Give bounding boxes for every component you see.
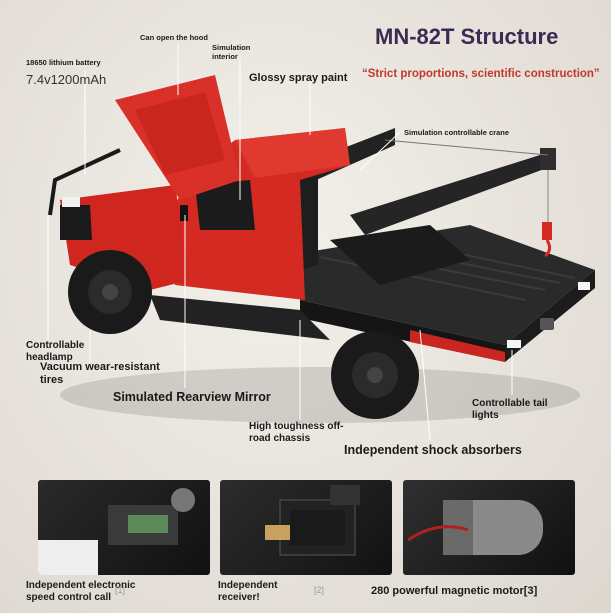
panel-receiver bbox=[220, 480, 392, 575]
callout-chassis: High toughness off- road chassis bbox=[249, 421, 344, 444]
callout-hood: Can open the hood bbox=[140, 33, 208, 42]
callout-mirror: Simulated Rearview Mirror bbox=[113, 390, 271, 404]
tail-light-right bbox=[578, 282, 590, 290]
footnote-esc: [1] bbox=[115, 585, 126, 595]
callout-paint: Glossy spray paint bbox=[249, 72, 348, 84]
battery-value: 7.4v1200mAh bbox=[26, 72, 107, 87]
page-subtitle: “Strict proportions, scientific construc… bbox=[362, 68, 600, 80]
callout-tail-lights: Controllable tail lights bbox=[472, 398, 548, 421]
callout-shock: Independent shock absorbers bbox=[344, 443, 522, 457]
footnote-receiver: [2] bbox=[314, 585, 325, 595]
headlamp bbox=[62, 197, 80, 207]
caption-motor: 280 powerful magnetic motor[3] bbox=[371, 585, 538, 597]
chassis bbox=[150, 295, 330, 340]
caption-receiver: Independent receiver! bbox=[218, 580, 278, 603]
tail-light-left bbox=[507, 340, 521, 348]
callout-battery: 18650 lithium battery bbox=[26, 58, 101, 67]
callout-crane: Simulation controllable crane bbox=[404, 128, 510, 137]
callout-interior: Simulation interior bbox=[212, 43, 251, 61]
callout-headlamp: Controllable headlamp bbox=[26, 340, 85, 363]
page-title: MN-82T Structure bbox=[375, 24, 559, 49]
truck-illustration bbox=[48, 75, 595, 423]
crane-boom bbox=[350, 155, 555, 235]
panel-motor bbox=[403, 480, 575, 575]
crane-base bbox=[330, 225, 470, 285]
callout-tires: Vacuum wear-resistant tires bbox=[40, 361, 160, 386]
caption-esc: Independent electronic speed control cal… bbox=[26, 580, 136, 603]
panel-esc bbox=[38, 480, 210, 575]
